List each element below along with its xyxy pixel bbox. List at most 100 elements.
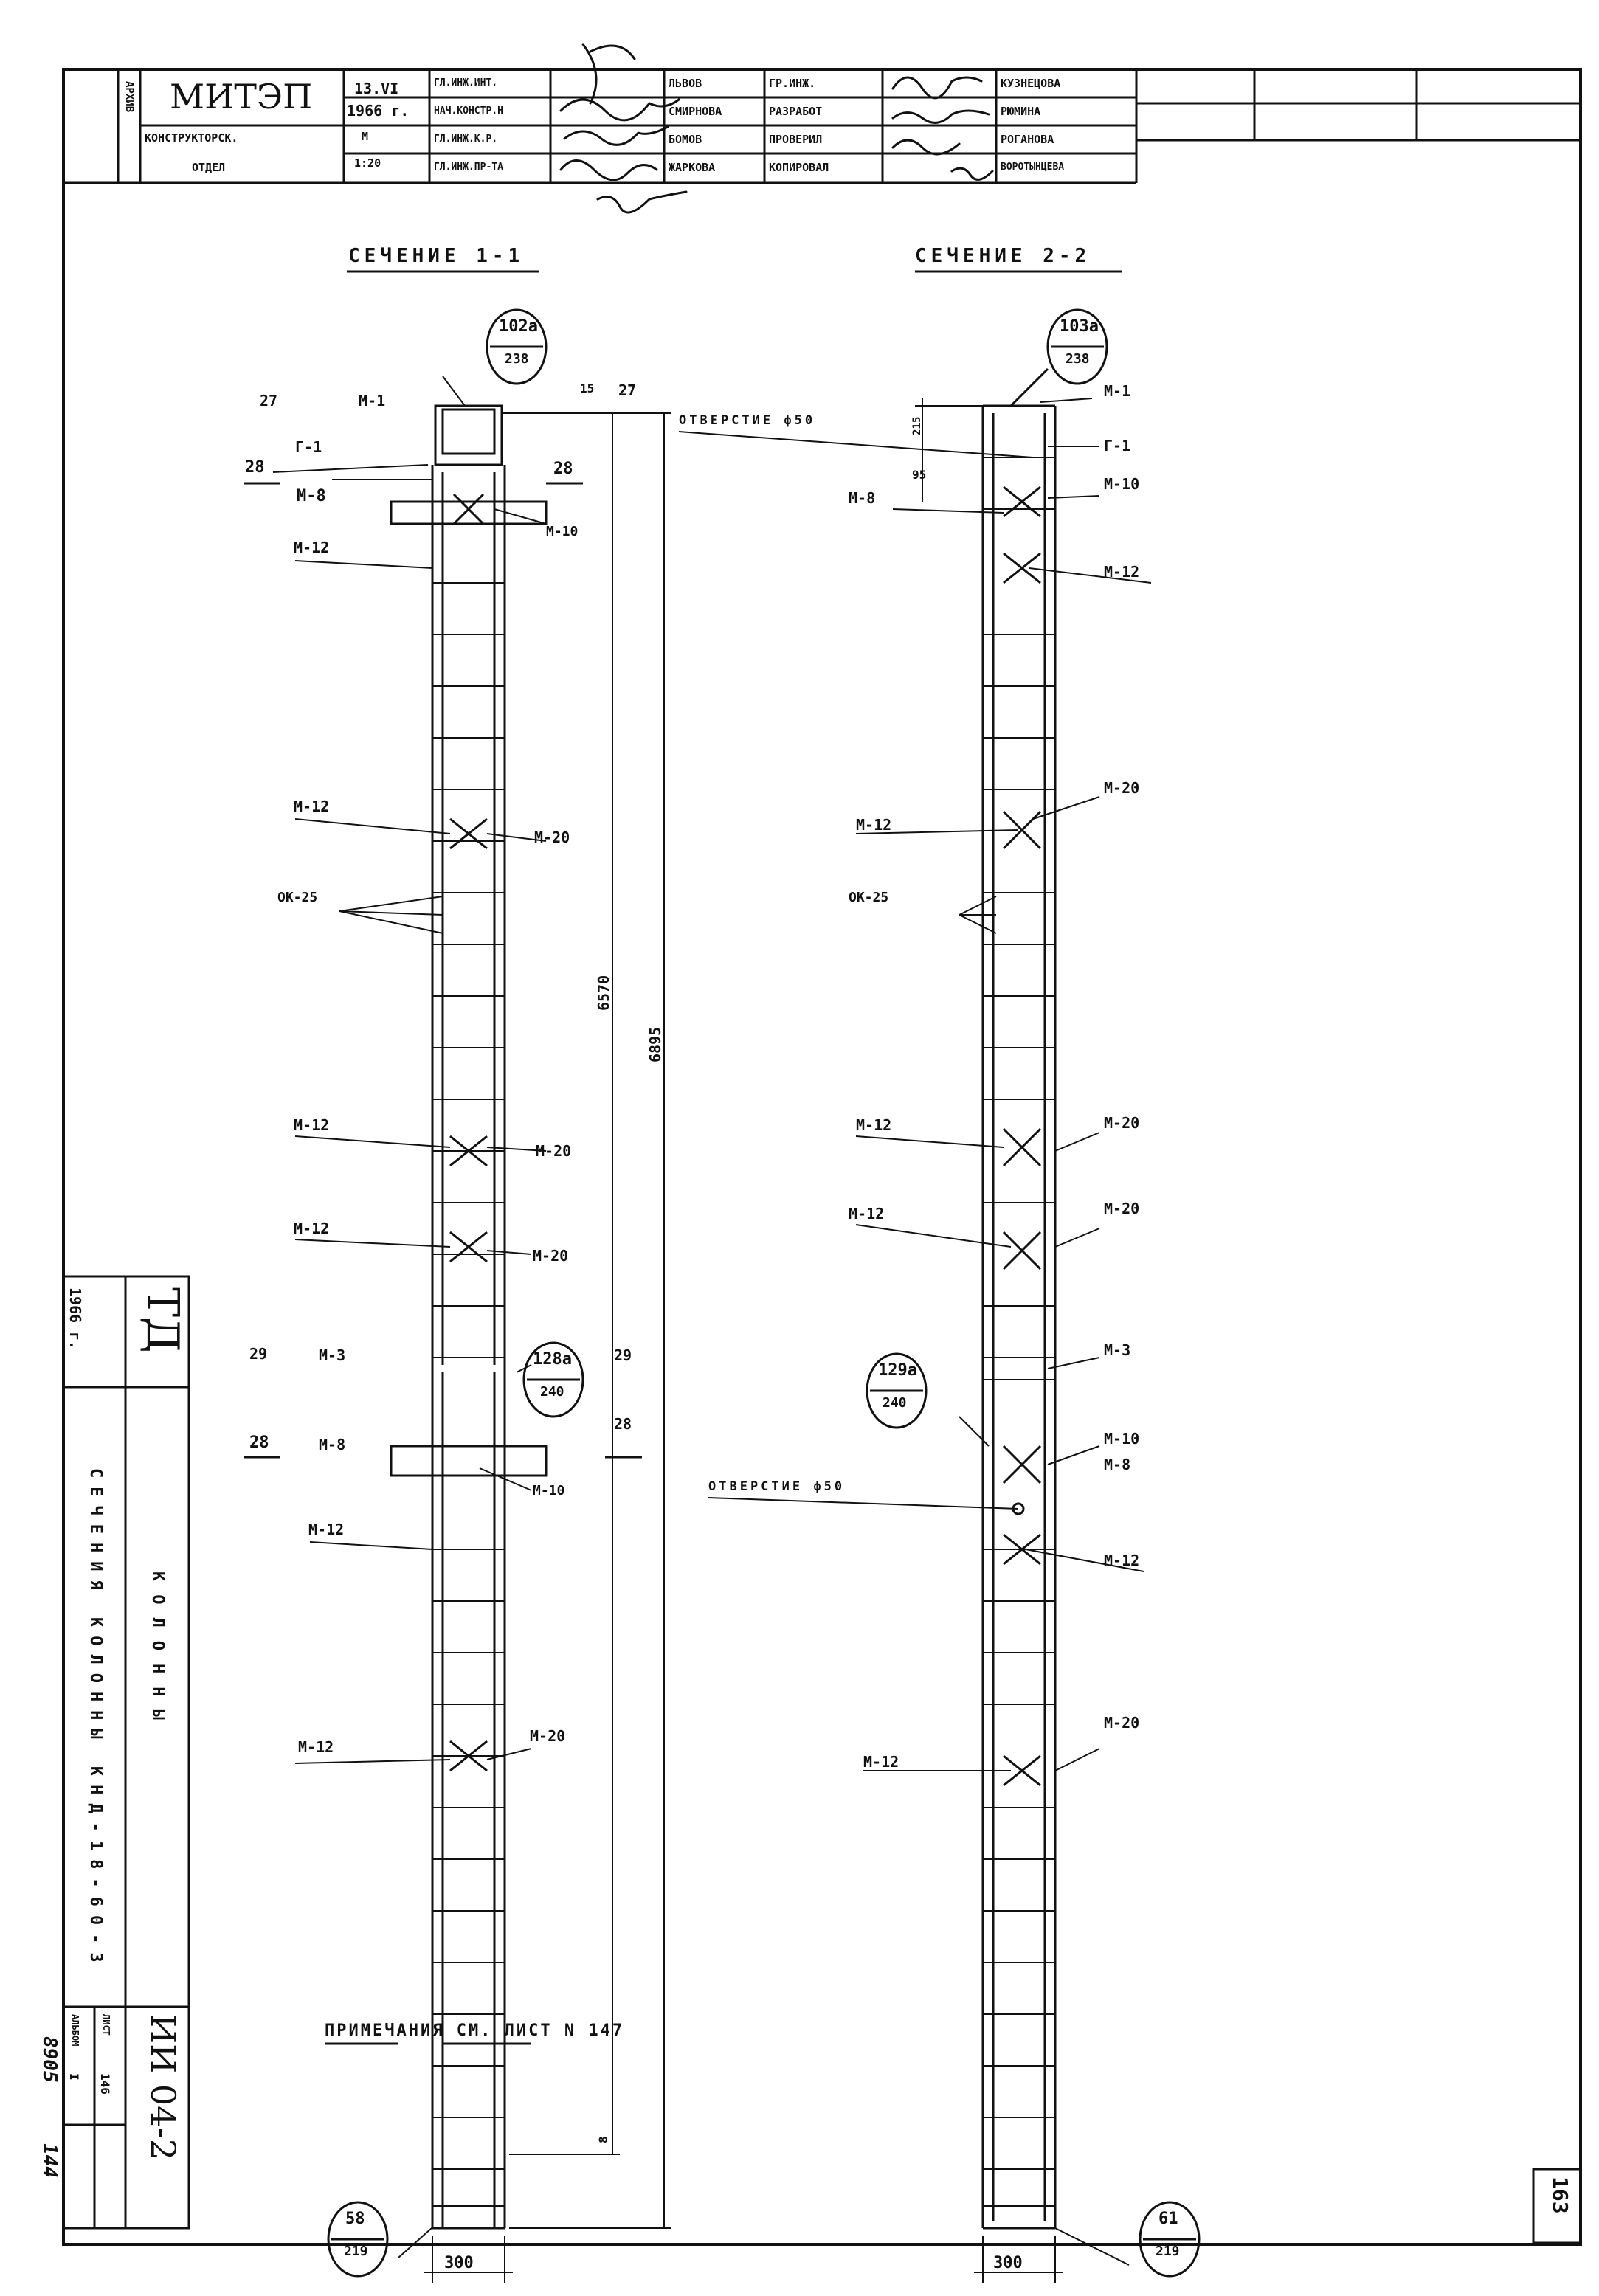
- s1-label-m8: М-8: [297, 487, 326, 505]
- s1-label-m10b: М-10: [533, 1483, 565, 1498]
- role-left-3: ГЛ.ИНЖ.К.Р.: [434, 134, 498, 144]
- s1-label-m20b: М-20: [536, 1142, 572, 1160]
- signatures: [559, 43, 994, 214]
- dept-line2: ОТДЕЛ: [192, 162, 226, 173]
- s2-label-m12b: М-12: [856, 816, 892, 834]
- s2-label-m12a: М-12: [1104, 563, 1140, 581]
- s1-callout-mid-num: 128а: [533, 1350, 572, 1369]
- s1-callout-bot-den: 219: [344, 2244, 368, 2259]
- s2-dim-width: 300: [993, 2254, 1023, 2272]
- margin-number-2: 144: [38, 2143, 61, 2178]
- s1-mark-d15: 15: [580, 381, 595, 395]
- s1-mark-a6: 29: [614, 1346, 632, 1364]
- name-left-4: ЖАРКОВА: [669, 162, 716, 173]
- s2-label-m10: М-10: [1104, 475, 1140, 493]
- s1-mark-a8: 28: [614, 1415, 632, 1433]
- s1-label-m12b: М-12: [294, 798, 330, 815]
- s1-callout-mid-den: 240: [540, 1384, 564, 1400]
- s1-label-m3: М-3: [319, 1346, 346, 1364]
- section2-title: СЕЧЕНИЕ 2-2: [915, 245, 1091, 267]
- s1-label-r1: Г-1: [295, 438, 322, 456]
- stamp-sheet-label: ЛИСТ: [101, 2014, 111, 2036]
- s2-label-m12f: М-12: [863, 1753, 899, 1771]
- s1-label-ok: ОК-25: [277, 890, 318, 905]
- s1-mark-a7: 28: [249, 1434, 269, 1452]
- s1-label-m12d: М-12: [294, 1220, 330, 1237]
- drawing-date: 13.VI: [354, 81, 399, 96]
- s2-callout-mid-den: 240: [883, 1395, 907, 1411]
- s2-callout-top-num: 103а: [1060, 317, 1099, 336]
- stamp-album: I: [67, 2073, 81, 2081]
- role-left-2: НАЧ.КОНСТР.Н: [434, 106, 503, 116]
- s2-dim-d1: 215: [911, 416, 923, 435]
- s1-label-m10: М-10: [546, 524, 579, 539]
- s1-label-m1: М-1: [359, 392, 386, 409]
- margin-number-1: 8905: [38, 2036, 61, 2083]
- s2-hole-top: ОТВЕРСТИЕ ф50: [679, 413, 816, 428]
- s2-hole-bottom: ОТВЕРСТИЕ ф50: [708, 1479, 846, 1494]
- s2-label-m8: М-8: [849, 489, 876, 507]
- s1-label-m12f: М-12: [298, 1738, 334, 1756]
- dept-line1: КОНСТРУКТОРСК.: [145, 133, 238, 144]
- role-left-1: ГЛ.ИНЖ.ИНТ.: [434, 78, 498, 88]
- s1-callout-top-den: 238: [505, 351, 529, 367]
- section1-title: СЕЧЕНИЕ 1-1: [348, 245, 525, 267]
- s1-label-m12a: М-12: [294, 539, 330, 556]
- s2-label-m1: М-1: [1104, 382, 1131, 400]
- page-number: 163: [1548, 2176, 1572, 2214]
- s1-mark-a2: 28: [245, 458, 265, 477]
- s2-label-m20c: М-20: [1104, 1200, 1140, 1217]
- s2-callout-mid-num: 129а: [878, 1361, 917, 1380]
- s2-label-ok: ОК-25: [849, 890, 889, 905]
- s2-callout-top-den: 238: [1066, 351, 1090, 367]
- role-left-4: ГЛ.ИНЖ.ПР-ТА: [434, 162, 503, 172]
- s1-mark-a1: 27: [260, 392, 278, 409]
- stamp-series: ИИ 04-2: [143, 2014, 183, 2161]
- role-right-1: ГР.ИНЖ.: [769, 78, 816, 89]
- s1-label-m20a: М-20: [534, 829, 570, 846]
- s1-dim-height2: 6895: [646, 1026, 664, 1062]
- s2-callout-bot-num: 61: [1158, 2210, 1178, 2228]
- name-left-3: БОМОВ: [669, 134, 702, 145]
- stamp-sheet: 146: [98, 2073, 112, 2095]
- name-right-1: КУЗНЕЦОВА: [1001, 78, 1061, 89]
- s1-label-m8b: М-8: [319, 1436, 346, 1453]
- role-right-2: РАЗРАБОТ: [769, 106, 823, 117]
- s2-label-m20a: М-20: [1104, 779, 1140, 797]
- org-name: МИТЭП: [170, 77, 313, 117]
- s1-mark-a4: 27: [618, 381, 637, 399]
- scale-label: М: [362, 131, 369, 142]
- s1-dim-height1: 6570: [595, 975, 612, 1011]
- notes-reference: ПРИМЕЧАНИЯ СМ. ЛИСТ N 147: [325, 2022, 625, 2040]
- s2-label-m12e: М-12: [1104, 1552, 1140, 1569]
- s2-label-m8b: М-8: [1104, 1456, 1131, 1473]
- scale-value: 1:20: [354, 158, 381, 169]
- role-right-4: КОПИРОВАЛ: [769, 162, 829, 173]
- s1-mark-a3: 28: [553, 460, 573, 478]
- stamp-title: СЕЧЕНИЯ КОЛОННЫ КНД-18-60-3: [86, 1468, 105, 1971]
- s2-dim-d2: 95: [912, 468, 927, 482]
- stamp-year: 1966 г.: [66, 1287, 84, 1350]
- s2-callout-bot-den: 219: [1156, 2244, 1180, 2259]
- drawing-year: 1966 г.: [347, 103, 410, 118]
- s1-label-m20c: М-20: [533, 1247, 569, 1265]
- name-right-2: РЮМИНА: [1001, 106, 1041, 117]
- s1-callout-top-num: 102а: [499, 317, 538, 336]
- name-right-4: ВОРОТЫНЦЕВА: [1001, 162, 1065, 172]
- s1-dim-end: 8: [596, 2136, 610, 2143]
- name-right-3: РОГАНОВА: [1001, 134, 1054, 145]
- s2-label-g1: Г-1: [1104, 437, 1131, 454]
- s2-label-m20b: М-20: [1104, 1114, 1140, 1132]
- s2-label-m12c: М-12: [856, 1116, 892, 1134]
- s2-label-m20d: М-20: [1104, 1714, 1140, 1732]
- s1-dim-width: 300: [444, 2254, 474, 2272]
- s1-label-m12e: М-12: [308, 1521, 345, 1538]
- s1-mark-a5: 29: [249, 1345, 268, 1363]
- s2-label-m12d: М-12: [849, 1205, 885, 1223]
- s1-label-m12c: М-12: [294, 1116, 330, 1134]
- s2-label-m10b: М-10: [1104, 1430, 1140, 1448]
- stamp-type: КОЛОННЫ: [148, 1571, 167, 1733]
- stamp-logo: ТД: [137, 1287, 188, 1353]
- s1-label-m20d: М-20: [530, 1727, 566, 1745]
